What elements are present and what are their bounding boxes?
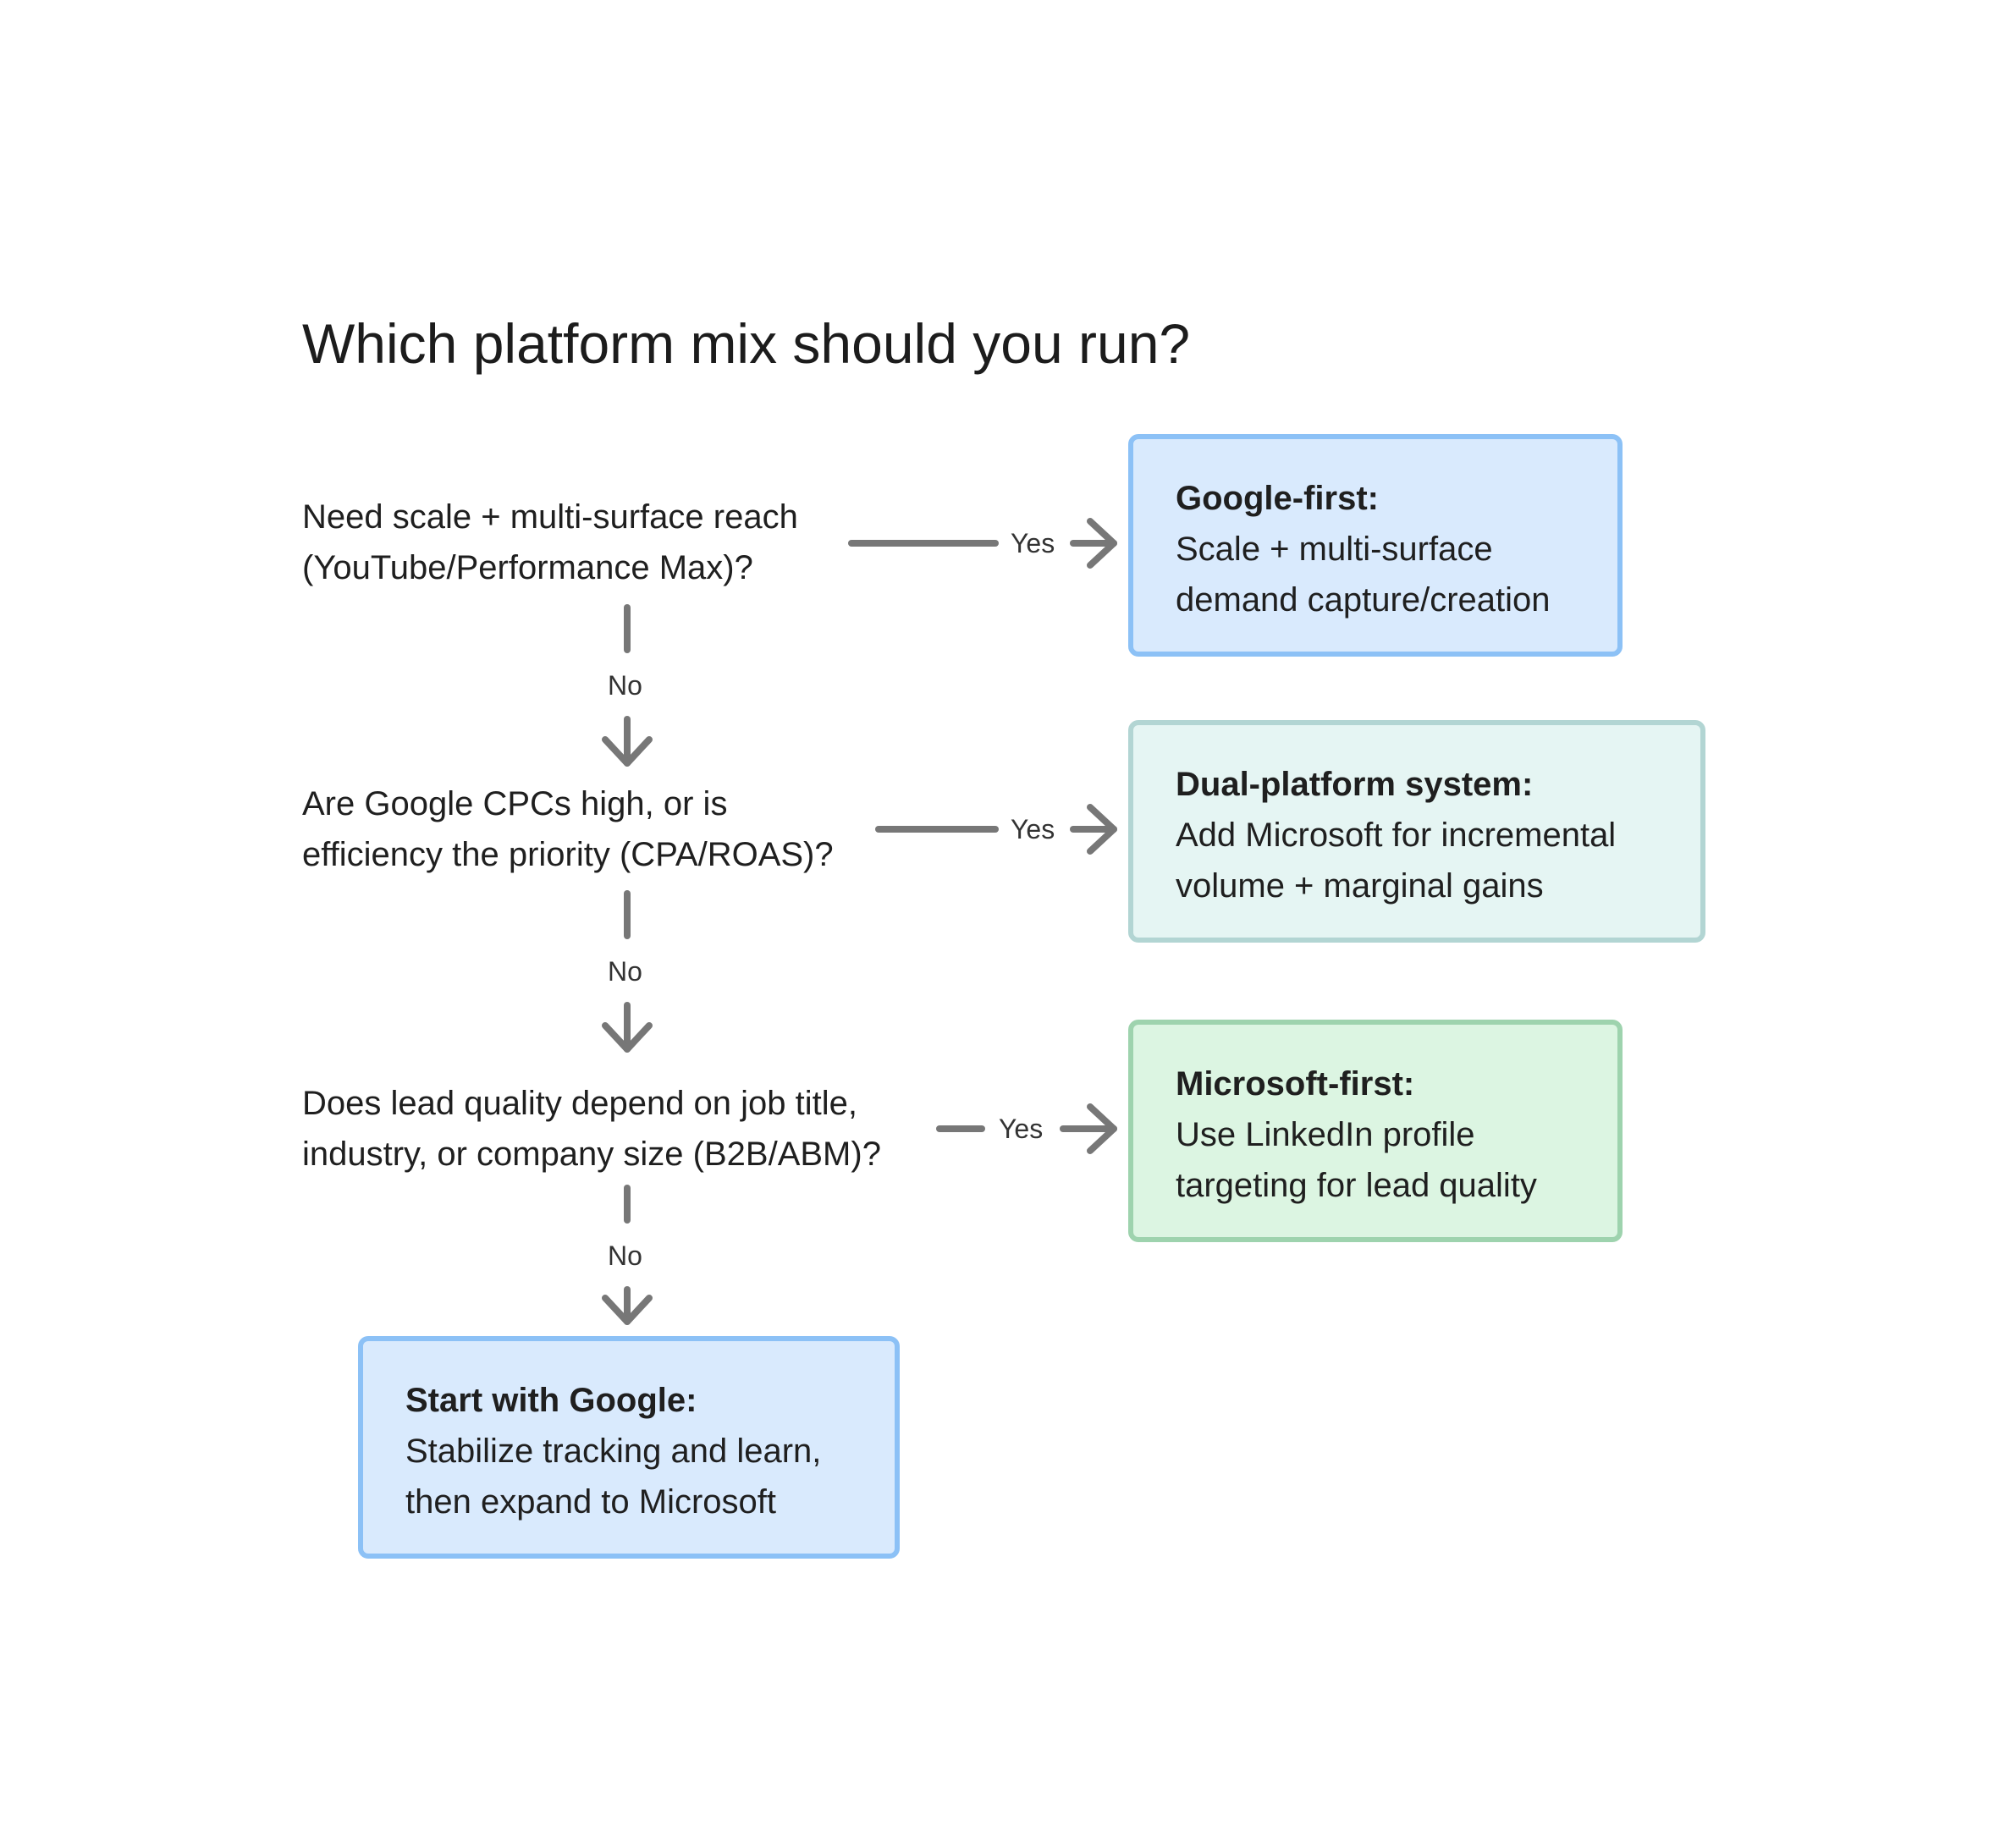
outcome-microsoft-first-title: Microsoft-first:: [1176, 1065, 1415, 1103]
yes-arrowhead-1: [1087, 518, 1117, 569]
outcome-dual-platform-line-1: Add Microsoft for incremental: [1176, 817, 1617, 854]
outcome-google-first-line-1: Scale + multi-surface: [1176, 531, 1493, 568]
question-3-line-1: Does lead quality depend on job title,: [302, 1085, 858, 1122]
yes-label-1: Yes: [1011, 528, 1055, 558]
outcome-microsoft-first-line-1: Use LinkedIn profile: [1176, 1116, 1475, 1153]
question-2-line-1: Are Google CPCs high, or is: [302, 785, 728, 822]
no-arrowhead-1: [602, 736, 653, 767]
yes-label-3: Yes: [999, 1114, 1044, 1144]
outcome-start-with-google-title: Start with Google:: [405, 1382, 697, 1419]
yes-arrowhead-3: [1087, 1103, 1117, 1154]
question-3-line-2: industry, or company size (B2B/ABM)?: [302, 1136, 881, 1173]
outcome-start-with-google-line-1: Stabilize tracking and learn,: [405, 1433, 822, 1470]
outcome-dual-platform: Dual-platform system: Add Microsoft for …: [1128, 720, 1705, 943]
question-1: Need scale + multi-surface reach (YouTub…: [302, 492, 798, 593]
outcome-google-first: Google-first: Scale + multi-surface dema…: [1128, 434, 1623, 657]
no-arrowhead-3: [602, 1295, 653, 1325]
question-2: Are Google CPCs high, or is efficiency t…: [302, 778, 834, 880]
outcome-dual-platform-line-2: volume + marginal gains: [1176, 867, 1544, 905]
no-label-2: No: [608, 956, 642, 987]
no-label-1: No: [608, 670, 642, 701]
outcome-microsoft-first-line-2: targeting for lead quality: [1176, 1167, 1537, 1204]
outcome-google-first-line-2: demand capture/creation: [1176, 581, 1551, 619]
no-arrowhead-2: [602, 1022, 653, 1053]
outcome-microsoft-first: Microsoft-first: Use LinkedIn profile ta…: [1128, 1020, 1623, 1242]
question-1-line-2: (YouTube/Performance Max)?: [302, 549, 753, 586]
outcome-start-with-google-line-2: then expand to Microsoft: [405, 1483, 777, 1521]
outcome-start-with-google: Start with Google: Stabilize tracking an…: [358, 1336, 900, 1559]
yes-label-2: Yes: [1011, 814, 1055, 844]
yes-arrowhead-2: [1087, 804, 1117, 855]
outcome-google-first-title: Google-first:: [1176, 480, 1379, 517]
question-3: Does lead quality depend on job title, i…: [302, 1078, 881, 1180]
outcome-dual-platform-title: Dual-platform system:: [1176, 766, 1534, 803]
question-1-line-1: Need scale + multi-surface reach: [302, 498, 798, 536]
diagram-title: Which platform mix should you run?: [302, 312, 1191, 375]
no-label-3: No: [608, 1240, 642, 1271]
question-2-line-2: efficiency the priority (CPA/ROAS)?: [302, 836, 834, 873]
